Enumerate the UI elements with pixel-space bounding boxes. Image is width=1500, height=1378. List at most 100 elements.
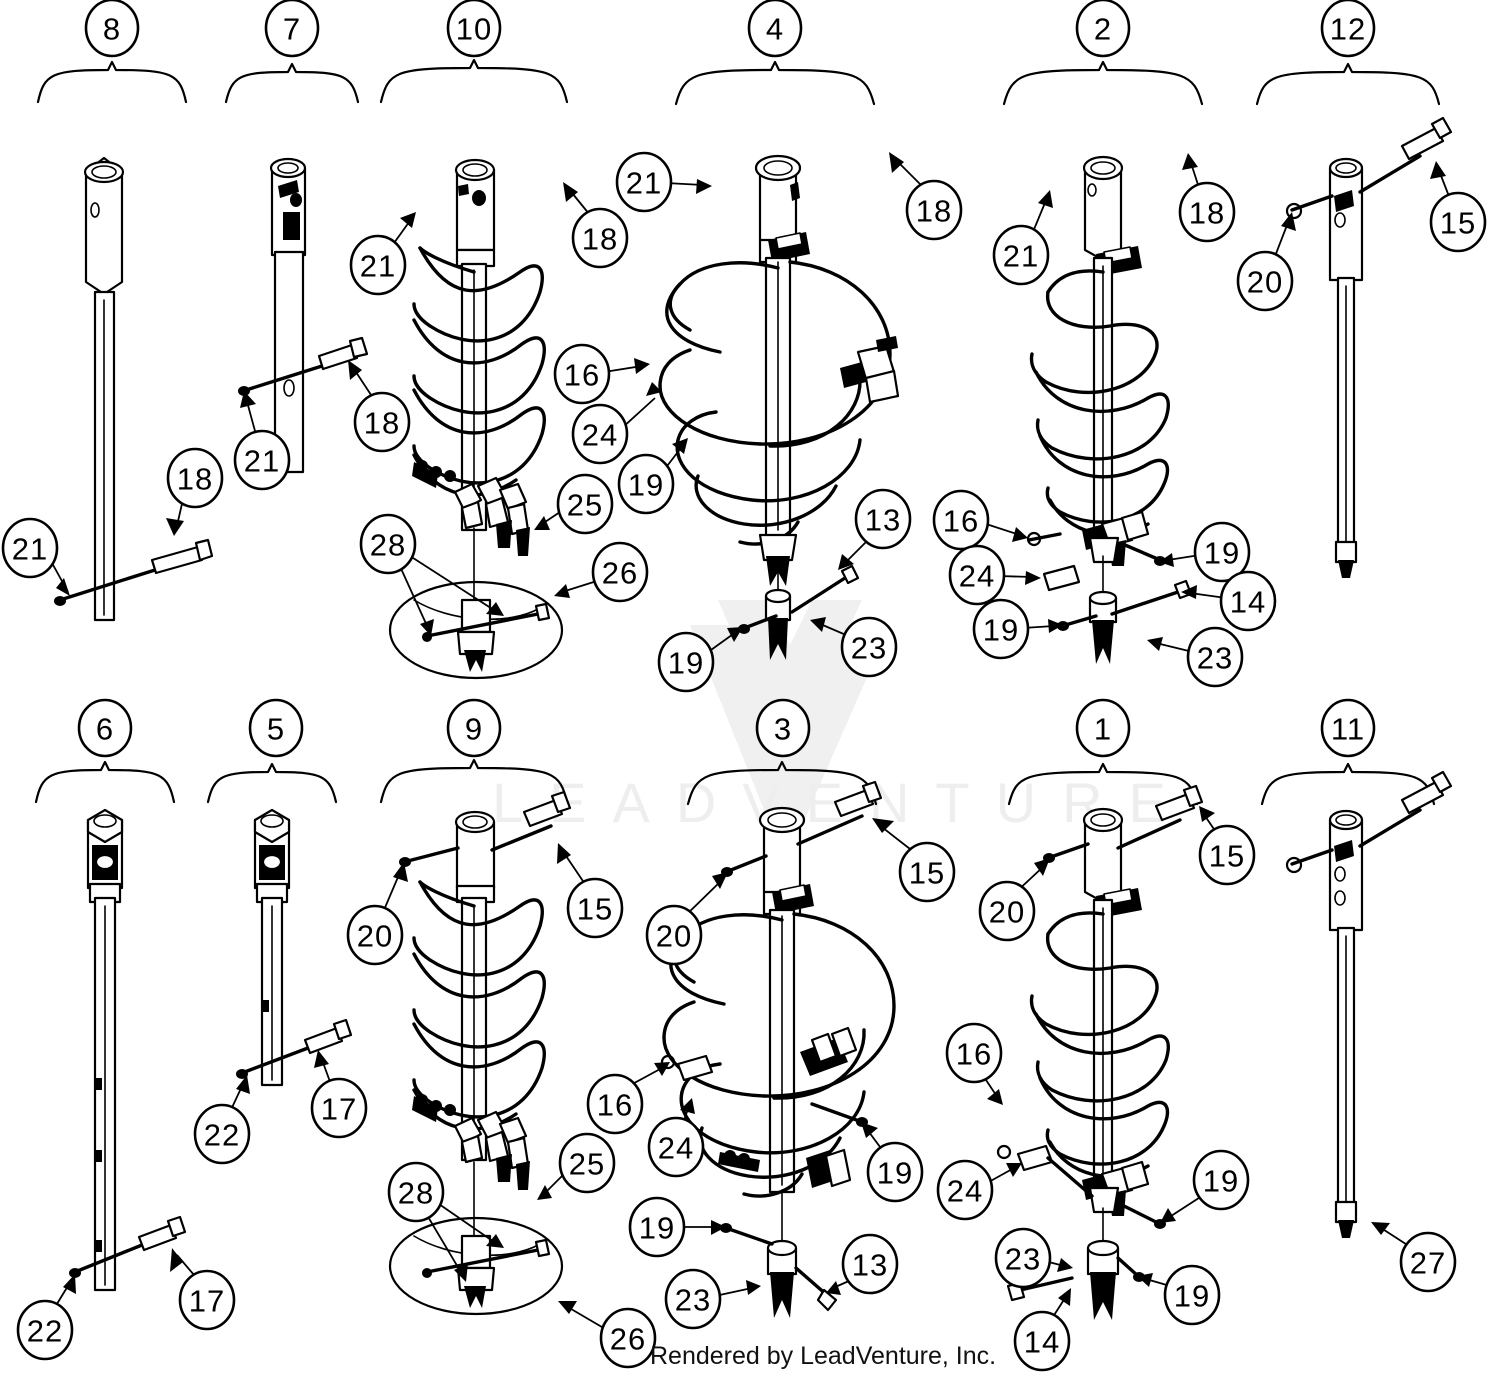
group-balloon-4-circle xyxy=(747,0,803,58)
callout-balloon-19-15[interactable]: 19 xyxy=(657,631,715,693)
part-group-4-auger-bit xyxy=(658,154,900,660)
callout-balloon-21-0[interactable]: 21 xyxy=(1,517,59,579)
callout-balloon-19-22[interactable]: 19 xyxy=(1193,521,1251,583)
callout-balloon-24-40[interactable]: 24 xyxy=(647,1116,705,1178)
group-balloon-2[interactable]: 2 xyxy=(1075,0,1131,58)
callout-balloon-19-21[interactable]: 19 xyxy=(972,598,1030,660)
callout-balloon-24-7-circle xyxy=(571,403,629,465)
callout-balloon-18-18-circle xyxy=(1178,181,1236,243)
callout-balloon-19-51-label: 19 xyxy=(1174,1279,1210,1314)
callout-balloon-18-3[interactable]: 18 xyxy=(353,391,411,453)
callout-balloon-18-5[interactable]: 18 xyxy=(571,207,629,269)
callout-balloon-25-9[interactable]: 25 xyxy=(556,473,614,535)
callout-balloon-15-33[interactable]: 15 xyxy=(566,877,624,939)
callout-balloon-15-46[interactable]: 15 xyxy=(1198,824,1256,886)
callout-balloon-16-47[interactable]: 16 xyxy=(945,1022,1003,1084)
callout-balloon-23-16[interactable]: 23 xyxy=(840,616,898,678)
callout-balloon-18-3-circle xyxy=(353,391,411,453)
group-balloon-12[interactable]: 12 xyxy=(1320,0,1376,58)
callout-balloon-18-1[interactable]: 18 xyxy=(166,447,224,509)
callout-balloon-19-15-label: 19 xyxy=(668,646,704,681)
callout-balloon-20-45[interactable]: 20 xyxy=(978,880,1036,942)
callout-balloon-16-19-circle xyxy=(932,489,990,551)
leader-26-b xyxy=(558,1301,608,1331)
callout-balloon-25-9-label: 25 xyxy=(567,488,603,523)
callout-balloon-19-49[interactable]: 19 xyxy=(1192,1149,1250,1211)
callout-balloon-28-34-label: 28 xyxy=(398,1176,434,1211)
callout-balloon-13-14[interactable]: 13 xyxy=(854,488,912,550)
callout-balloon-14-52[interactable]: 14 xyxy=(1013,1310,1071,1372)
callout-balloon-16-39[interactable]: 16 xyxy=(586,1073,644,1135)
callout-balloon-22-30-label: 22 xyxy=(27,1314,63,1349)
part-group-9-auger-bit xyxy=(388,790,572,1316)
group-balloon-4[interactable]: 4 xyxy=(747,0,803,58)
callout-balloon-15-26[interactable]: 15 xyxy=(1429,191,1487,253)
callout-balloon-21-4[interactable]: 21 xyxy=(349,234,407,296)
callout-balloon-15-26-circle xyxy=(1429,191,1487,253)
callout-balloon-24-7[interactable]: 24 xyxy=(571,403,629,465)
leader-16-b xyxy=(982,522,1028,542)
callout-balloon-23-43-circle xyxy=(664,1268,722,1330)
callout-balloon-25-35[interactable]: 25 xyxy=(558,1132,616,1194)
callout-balloon-19-8[interactable]: 19 xyxy=(617,453,675,515)
callout-balloon-19-41[interactable]: 19 xyxy=(866,1141,924,1203)
group-balloon-9[interactable]: 9 xyxy=(446,698,502,758)
callout-balloon-23-50[interactable]: 23 xyxy=(994,1227,1052,1289)
callout-balloon-28-34[interactable]: 28 xyxy=(387,1161,445,1223)
callout-balloon-19-42[interactable]: 19 xyxy=(628,1196,686,1258)
callout-balloon-18-13[interactable]: 18 xyxy=(905,179,963,241)
callout-balloon-22-28[interactable]: 22 xyxy=(193,1103,251,1165)
group-balloon-3[interactable]: 3 xyxy=(755,698,811,758)
callout-balloon-20-37[interactable]: 20 xyxy=(645,904,703,966)
callout-balloon-19-42-circle xyxy=(628,1196,686,1258)
callout-balloon-21-4-label: 21 xyxy=(360,249,396,284)
group-balloon-7[interactable]: 7 xyxy=(264,0,320,58)
part-group-1-auger-bit xyxy=(996,784,1204,1320)
group-balloon-8[interactable]: 8 xyxy=(84,0,140,58)
callout-balloon-23-43[interactable]: 23 xyxy=(664,1268,722,1330)
leader-19-g xyxy=(1160,1193,1206,1223)
callout-balloon-16-19[interactable]: 16 xyxy=(932,489,990,551)
callout-balloon-14-23[interactable]: 14 xyxy=(1219,570,1277,632)
callout-balloon-21-4-circle xyxy=(349,234,407,296)
group-balloon-4-label: 4 xyxy=(766,12,784,47)
group-balloon-10[interactable]: 10 xyxy=(446,0,502,58)
leader-24-d xyxy=(986,1163,1022,1184)
leader-14-a xyxy=(1181,585,1227,599)
callout-balloon-21-0-label: 21 xyxy=(12,532,48,567)
callout-balloon-20-25[interactable]: 20 xyxy=(1236,250,1294,312)
group-balloon-6[interactable]: 6 xyxy=(77,698,133,758)
callout-balloon-23-24-circle xyxy=(1186,626,1244,688)
leader-19-f xyxy=(679,1220,726,1235)
callout-balloon-20-32[interactable]: 20 xyxy=(346,904,404,966)
callout-balloon-17-29[interactable]: 17 xyxy=(310,1077,368,1139)
callout-balloon-23-24[interactable]: 23 xyxy=(1186,626,1244,688)
part-group-2-auger-bit xyxy=(1026,155,1193,664)
group-balloon-1[interactable]: 1 xyxy=(1075,698,1131,758)
callout-balloon-28-10[interactable]: 28 xyxy=(359,513,417,575)
group-balloon-1-label: 1 xyxy=(1094,712,1112,747)
leader-28-b xyxy=(423,1209,468,1282)
callout-balloon-15-38[interactable]: 15 xyxy=(898,841,956,903)
callout-balloon-27-27[interactable]: 27 xyxy=(1399,1231,1457,1293)
callout-balloon-16-6[interactable]: 16 xyxy=(553,343,611,405)
callout-balloon-13-44[interactable]: 13 xyxy=(841,1233,899,1295)
callout-balloon-24-20[interactable]: 24 xyxy=(948,544,1006,606)
group-balloon-11[interactable]: 11 xyxy=(1320,698,1376,758)
callout-balloon-21-2[interactable]: 21 xyxy=(233,429,291,491)
callout-balloon-19-51[interactable]: 19 xyxy=(1163,1264,1221,1326)
callout-balloon-21-12[interactable]: 21 xyxy=(615,151,673,213)
callout-balloon-26-36[interactable]: 26 xyxy=(599,1307,657,1369)
callout-balloon-14-23-circle xyxy=(1219,570,1277,632)
callout-balloon-21-17[interactable]: 21 xyxy=(992,224,1050,286)
callout-balloon-18-18[interactable]: 18 xyxy=(1178,181,1236,243)
callout-balloon-18-13-circle xyxy=(905,179,963,241)
callout-balloon-17-31[interactable]: 17 xyxy=(178,1269,236,1331)
callout-balloon-26-11[interactable]: 26 xyxy=(591,541,649,603)
group-balloon-7-label: 7 xyxy=(283,12,301,47)
group-balloon-5[interactable]: 5 xyxy=(248,698,304,758)
callout-balloon-22-30[interactable]: 22 xyxy=(16,1299,74,1361)
callout-balloon-24-48[interactable]: 24 xyxy=(936,1159,994,1221)
